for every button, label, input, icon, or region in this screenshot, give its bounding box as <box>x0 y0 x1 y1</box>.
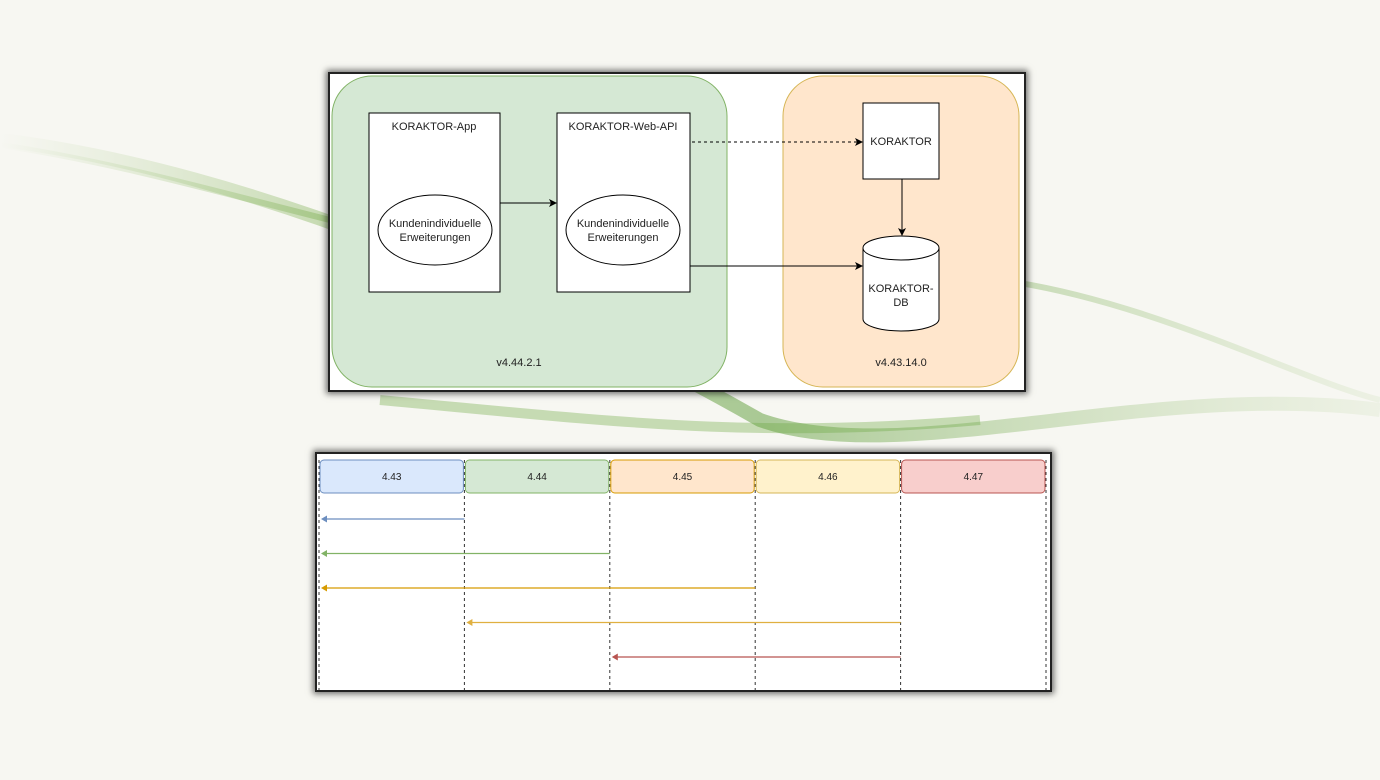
database-cylinder <box>862 235 940 332</box>
version-header-4.44 <box>464 459 610 494</box>
version-header-4.45 <box>610 459 755 494</box>
webapi-ellipse-line2: Erweiterungen <box>588 232 659 244</box>
version-header-4.43 <box>319 459 464 494</box>
webapi-ellipse-line1: Kundenindividuelle <box>577 218 669 230</box>
arrowhead <box>321 584 327 592</box>
version-label: 4.46 <box>818 472 838 483</box>
webapi-box-title: KORAKTOR-Web-API <box>568 121 677 133</box>
version-header-4.47 <box>901 459 1046 494</box>
arrowhead <box>321 550 327 557</box>
arrowhead <box>466 619 473 626</box>
app-box-title: KORAKTOR-App <box>392 121 477 133</box>
server-box <box>862 102 940 180</box>
database-line1: KORAKTOR- <box>868 283 934 295</box>
app-extensions-ellipse <box>377 194 493 266</box>
webapi-extensions-ellipse <box>565 194 681 266</box>
version-label: 4.45 <box>673 472 693 483</box>
version-label: 4.47 <box>964 472 984 483</box>
version-label: 4.43 <box>382 472 402 483</box>
client-version: v4.44.2.1 <box>496 357 541 369</box>
app-ellipse-line1: Kundenindividuelle <box>389 218 481 230</box>
version-header-4.46 <box>755 459 901 494</box>
arrowhead <box>611 653 618 661</box>
server-version: v4.43.14.0 <box>875 357 926 369</box>
database-line2: DB <box>893 297 908 309</box>
arrowhead <box>321 515 327 523</box>
server-box-title: KORAKTOR <box>870 136 932 148</box>
app-ellipse-line2: Erweiterungen <box>400 232 471 244</box>
version-label: 4.44 <box>527 472 547 483</box>
